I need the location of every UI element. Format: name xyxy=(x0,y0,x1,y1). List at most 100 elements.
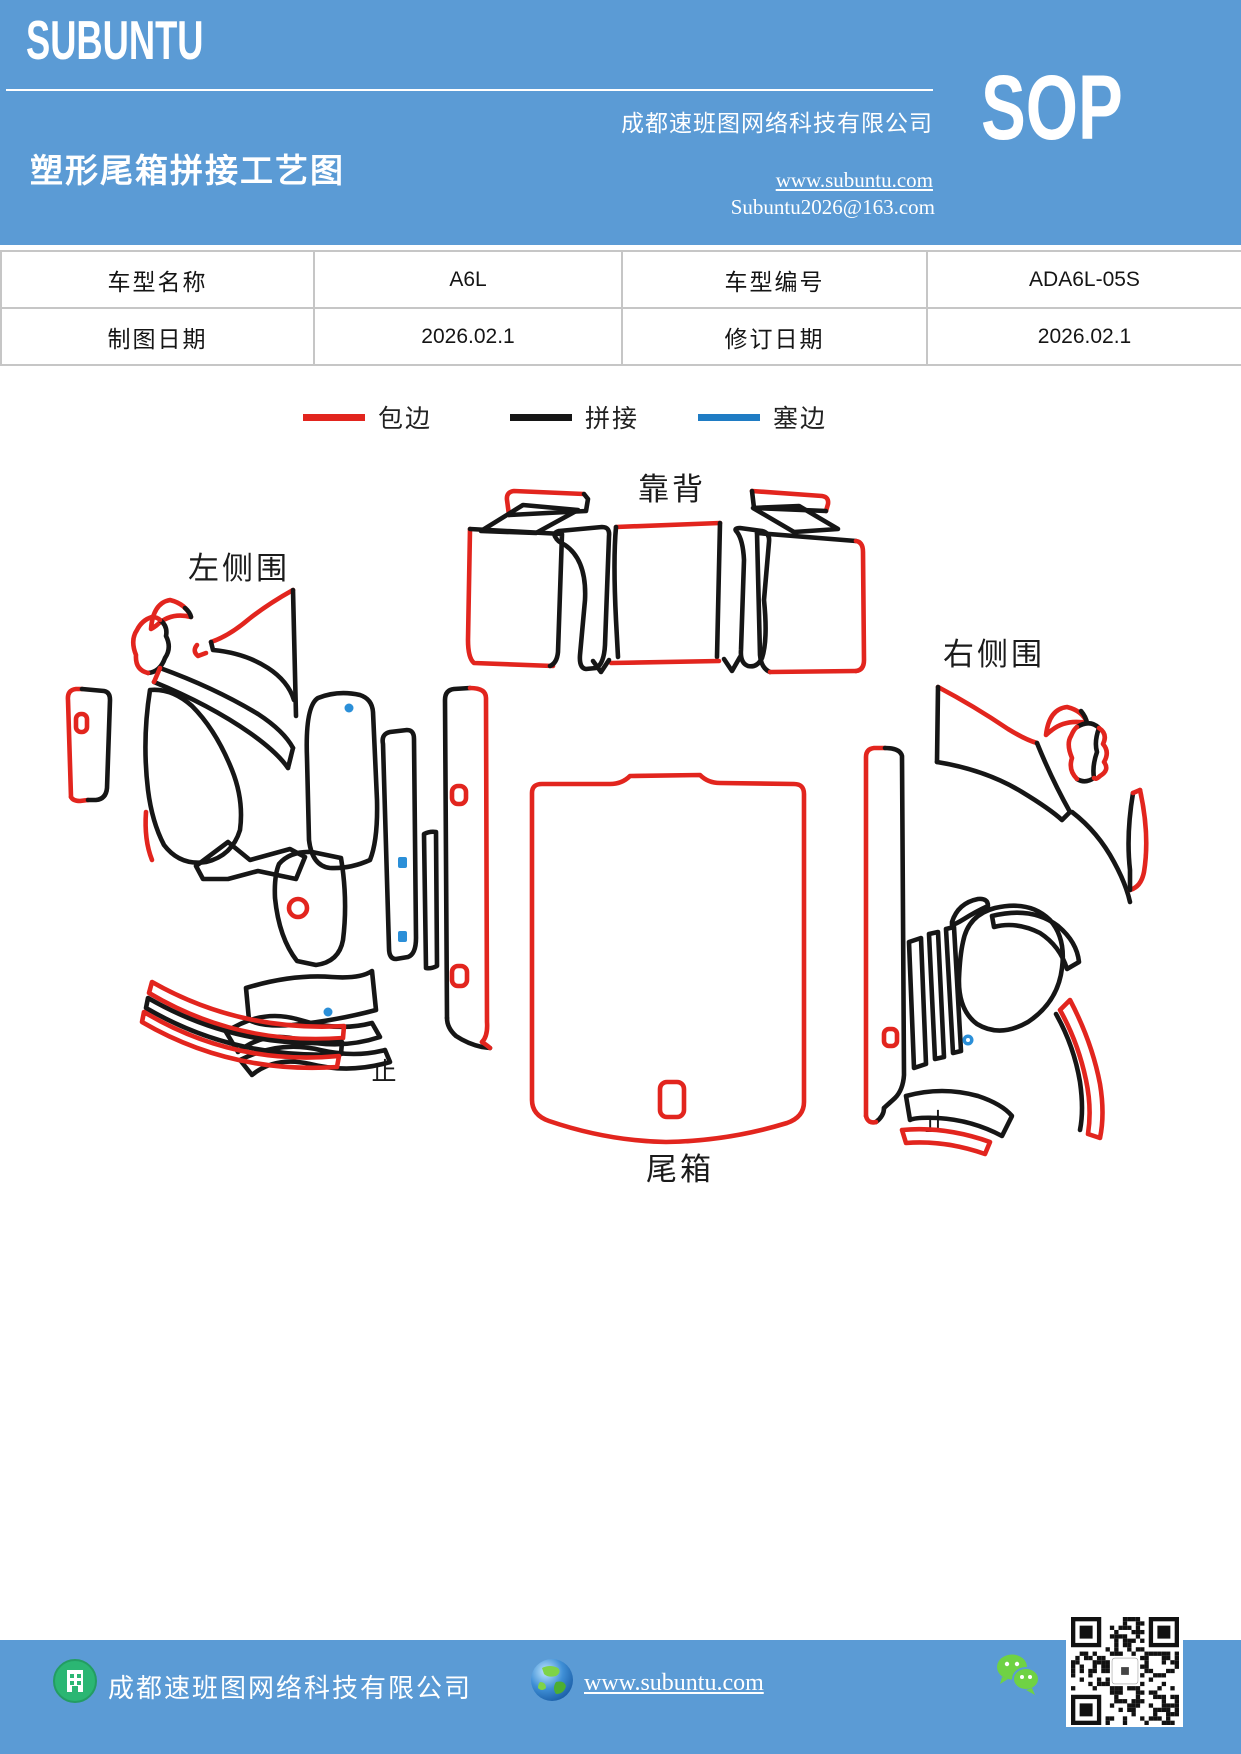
header-company-name: 成都速班图网络科技有限公司 xyxy=(621,111,933,136)
header-email-link[interactable]: Subuntu2026@163.com xyxy=(730,195,935,219)
cut-piece-outline xyxy=(467,526,565,669)
label-right-side: 右侧围 xyxy=(943,637,1045,672)
legend-wrap-edge: 包边 xyxy=(303,401,432,433)
cut-piece-outline xyxy=(290,587,299,719)
legend-label: 塞边 xyxy=(773,405,828,433)
table-row: 制图日期 2026.02.1 修订日期 2026.02.1 xyxy=(0,307,1241,366)
cut-piece-outline xyxy=(208,639,297,703)
legend-label: 包边 xyxy=(378,405,433,433)
header-banner: SUBUNTU 塑形尾箱拼接工艺图 成都速班图网络科技有限公司 www.subu… xyxy=(0,0,1241,245)
cut-piece-outline xyxy=(881,1026,900,1049)
cell-model-code-value: ADA6L-05S xyxy=(926,250,1241,309)
wrap-edge-line-swatch xyxy=(303,414,365,421)
cut-piece-outline xyxy=(504,488,587,518)
cut-piece-outline xyxy=(926,929,947,1062)
qr-code xyxy=(1066,1614,1183,1727)
cut-piece-outline xyxy=(863,1113,879,1125)
cut-piece-outline xyxy=(182,605,194,620)
trunk-pattern-diagram: 靠背 左侧围 右侧围 尾箱 止 止 xyxy=(65,472,1149,1187)
backrest-pieces xyxy=(465,488,867,675)
cut-piece-outline xyxy=(903,1088,1015,1139)
cut-piece-outline xyxy=(1053,1011,1085,1133)
cut-piece-outline xyxy=(873,1105,887,1125)
cell-draw-date-label: 制图日期 xyxy=(0,307,315,366)
cut-piece-outline xyxy=(208,587,296,645)
trunk-slot-hole xyxy=(657,1079,687,1120)
label-trunk: 尾箱 xyxy=(646,1152,714,1187)
cut-piece-outline xyxy=(449,963,470,989)
building-icon xyxy=(53,1659,97,1703)
cut-piece-outline xyxy=(613,520,723,530)
cut-piece-outline xyxy=(143,995,345,1057)
vehicle-info-table: 车型名称 A6L 车型编号 ADA6L-05S 制图日期 2026.02.1 修… xyxy=(0,250,1241,366)
header-divider xyxy=(6,89,933,91)
cut-piece-outline xyxy=(1091,725,1110,781)
cut-piece-outline xyxy=(1074,720,1102,784)
cut-piece-outline xyxy=(68,794,91,804)
cut-piece-outline xyxy=(934,684,941,765)
footer-banner xyxy=(0,1640,1241,1754)
legend-label: 拼接 xyxy=(585,405,640,433)
cut-piece-outline xyxy=(949,896,991,928)
left-side-pieces xyxy=(65,587,493,1078)
cut-piece-outline xyxy=(157,665,296,751)
page-title: 塑形尾箱拼接工艺图 xyxy=(30,154,345,190)
cut-piece-outline xyxy=(733,525,772,669)
cut-piece-outline xyxy=(612,524,621,660)
cut-piece-outline xyxy=(754,530,859,544)
cut-piece-outline xyxy=(506,491,591,518)
cut-piece-outline xyxy=(479,1039,493,1051)
cut-piece-outline xyxy=(881,745,907,1111)
cut-piece-outline xyxy=(148,597,194,632)
qr-code-pattern xyxy=(1070,1616,1179,1725)
legend-tuck-edge: 塞边 xyxy=(698,401,827,433)
globe-icon xyxy=(531,1659,573,1701)
cut-piece-outline xyxy=(151,665,163,685)
cut-piece-outline xyxy=(943,924,964,1056)
cut-piece-outline xyxy=(449,783,469,807)
trunk-main-piece xyxy=(529,772,807,1145)
cut-piece-outline xyxy=(853,538,867,674)
cut-piece-outline xyxy=(444,1015,493,1051)
cut-piece-outline xyxy=(304,690,380,871)
cut-piece-outline xyxy=(966,1038,970,1042)
table-row: 车型名称 A6L 车型编号 ADA6L-05S xyxy=(0,250,1241,309)
cut-piece-outline xyxy=(380,727,419,962)
cut-piece-outline xyxy=(237,1044,393,1078)
cell-model-name-label: 车型名称 xyxy=(0,250,315,309)
cut-piece-outline xyxy=(529,772,807,1145)
cut-piece-outline xyxy=(1069,809,1133,905)
cut-piece-outline xyxy=(1057,997,1105,1141)
cut-piece-outline xyxy=(750,503,841,535)
cut-piece-outline xyxy=(467,685,490,1045)
right-side-pieces xyxy=(863,684,1149,1157)
label-backrest: 靠背 xyxy=(638,472,706,507)
cell-revise-date-label: 修订日期 xyxy=(621,307,928,366)
cut-piece-outline xyxy=(130,614,163,676)
cut-piece-outline xyxy=(1127,787,1149,893)
tuck-edge-line-swatch xyxy=(698,414,760,421)
cell-draw-date-value: 2026.02.1 xyxy=(313,307,623,366)
footer-website-link[interactable]: www.subuntu.com xyxy=(584,1670,764,1696)
header-website-link[interactable]: www.subuntu.com xyxy=(775,168,933,192)
cell-model-name-value: A6L xyxy=(313,250,623,309)
cut-piece-outline xyxy=(79,686,113,803)
cut-piece-outline xyxy=(1126,790,1136,893)
cut-piece-outline xyxy=(398,931,407,942)
cut-piece-outline xyxy=(989,910,1082,972)
cell-model-code-label: 车型编号 xyxy=(621,250,928,309)
cut-piece-outline xyxy=(1066,724,1080,782)
cut-piece-outline xyxy=(590,657,612,675)
splice-line-swatch xyxy=(510,414,572,421)
cut-piece-outline xyxy=(73,711,90,735)
cut-piece-outline xyxy=(863,745,888,1119)
cut-piece-outline xyxy=(749,488,831,514)
cut-piece-outline xyxy=(323,1007,333,1017)
cut-piece-outline xyxy=(608,658,722,666)
cut-piece-outline xyxy=(286,896,310,920)
cut-piece-outline xyxy=(139,1009,342,1071)
cut-piece-outline xyxy=(956,903,1066,1033)
cut-piece-outline xyxy=(935,684,1040,746)
sop-badge: SOP xyxy=(981,57,1123,159)
cut-piece-outline xyxy=(899,1126,993,1157)
